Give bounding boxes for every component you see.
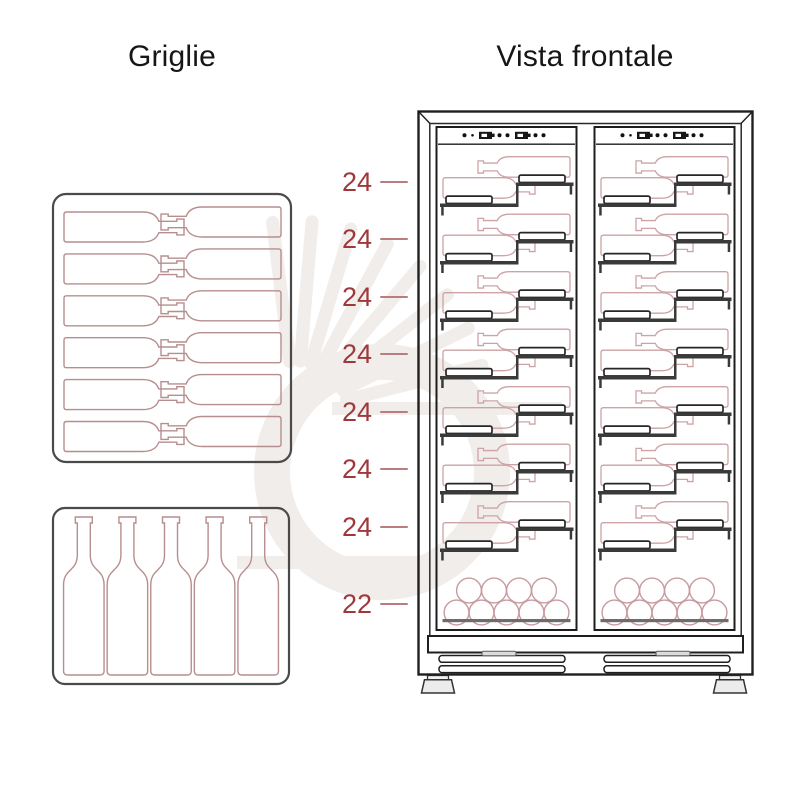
shelf-row [598,213,732,273]
capacity-label-row: 22 [316,589,408,619]
leader-line [380,468,408,470]
upright-bottle [150,516,192,676]
shelf-row [440,156,574,216]
capacity-label-row: 24 [316,167,408,197]
bottom-bottle-stack [600,577,729,626]
vent-slat [438,665,566,674]
cabinet-door [435,126,578,631]
capacity-label-row: 24 [316,454,408,484]
cabinet-foot [712,674,748,694]
capacity-value: 22 [341,588,372,619]
shelf-row [440,328,574,388]
shelf-row [598,386,732,446]
upright-bottle [237,516,280,676]
leader-line [380,353,408,355]
capacity-label-row: 24 [316,397,408,427]
hinge-plate [481,650,517,657]
horizontal-bottle-grid [51,192,293,464]
upright-bottle [62,516,105,676]
upright-bottle [193,516,236,676]
shelf-row [440,213,574,273]
grid-shelf-row [63,290,282,327]
vent-slat [603,654,731,664]
cabinet-foot [420,674,456,694]
shelf-row [598,271,732,331]
shelf-row [598,328,732,388]
cabinet-front-view [417,110,754,694]
leader-line [380,296,408,298]
control-panel-icons [620,131,704,139]
section-title-vista-frontale: Vista frontale [496,40,674,73]
upright-bottle [106,516,149,676]
leader-line [380,603,408,605]
grid-shelf-row [63,206,282,243]
vent-slat [438,654,566,664]
capacity-value: 24 [341,511,372,542]
bottom-bottle-stack [442,577,571,626]
leader-line [380,238,408,240]
shelf-row [598,501,732,561]
shelf-row [440,386,574,446]
shelf-row [440,443,574,503]
shelf-row [440,501,574,561]
section-title-griglie: Griglie [127,40,217,73]
capacity-label-row: 24 [316,512,408,542]
shelf-row [440,271,574,331]
capacity-label-row: 24 [316,282,408,312]
leader-line [380,181,408,183]
grid-shelf-row [63,332,282,369]
grid-shelf-row [63,373,282,411]
leader-line [380,526,408,528]
grid-shelf-row [63,248,282,285]
capacity-value: 24 [341,396,372,427]
control-panel-icons [462,131,546,139]
capacity-value: 24 [341,453,372,484]
capacity-label-row: 24 [316,224,408,254]
leader-line [380,411,408,413]
capacity-value: 24 [341,281,372,312]
watermark-logo [237,215,562,600]
cabinet-door [593,126,736,631]
capacity-value: 24 [341,223,372,254]
capacity-value: 24 [341,166,372,197]
shelf-row [598,443,732,503]
capacity-value: 24 [341,338,372,369]
grid-shelf-row [63,415,282,453]
upright-bottle-grid [51,506,291,686]
vent-slat [603,665,731,674]
hinge-plate [655,650,691,657]
capacity-label-row: 24 [316,339,408,369]
shelf-row [598,156,732,216]
